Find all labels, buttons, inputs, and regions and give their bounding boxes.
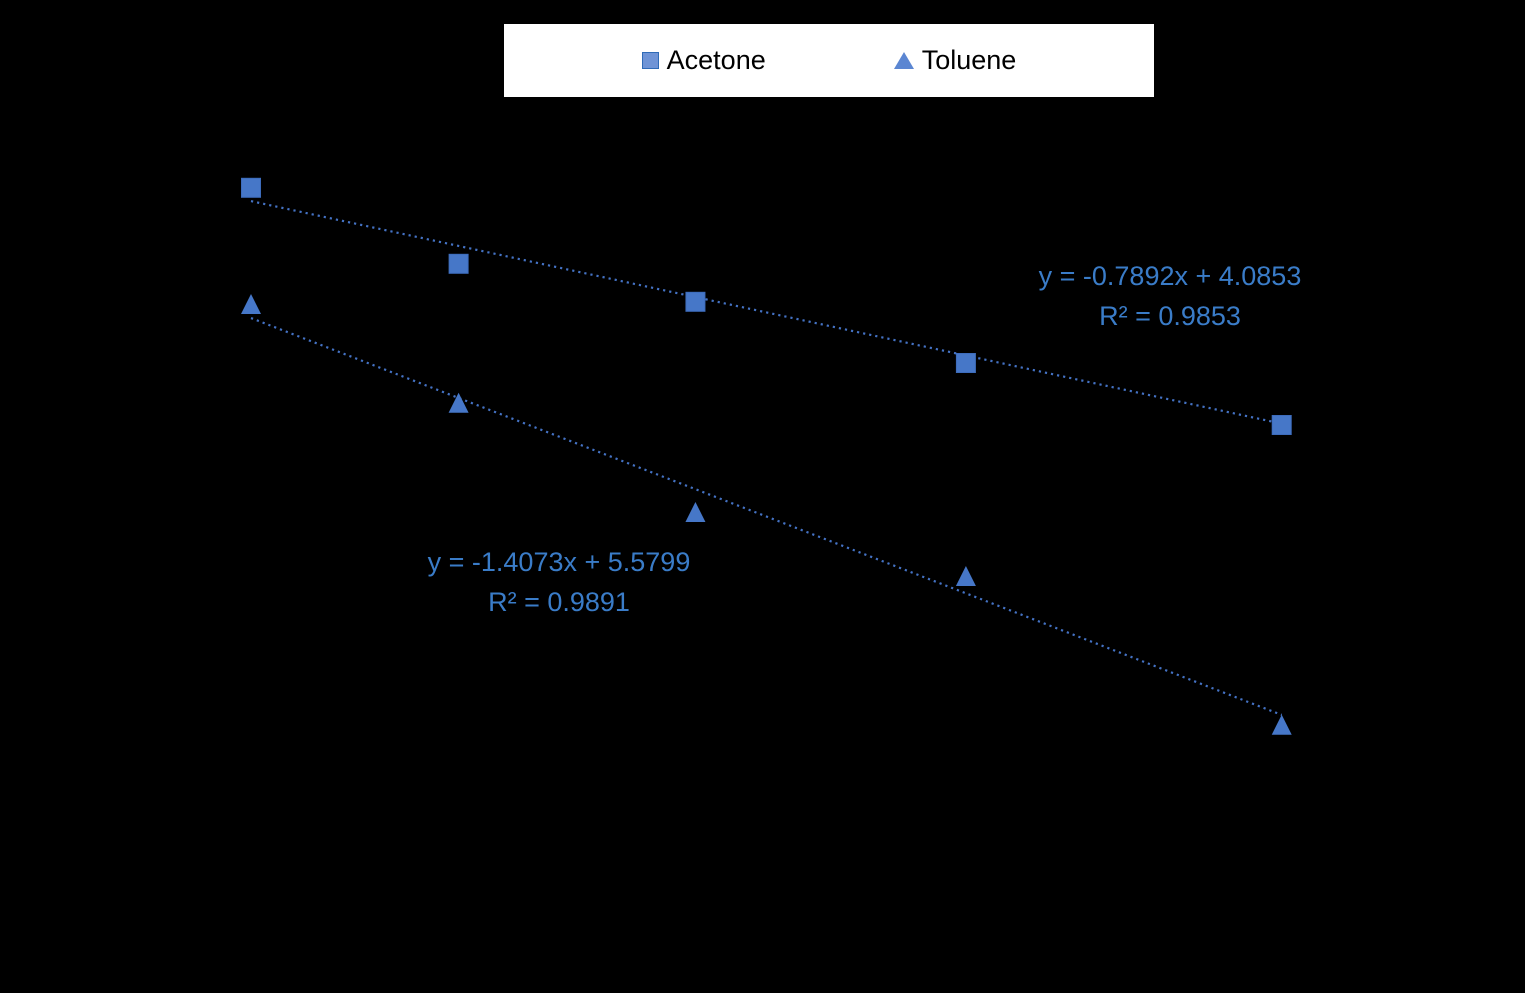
triangle-marker-icon [893, 52, 914, 69]
triangle-marker-icon [241, 294, 261, 314]
square-marker-icon [955, 353, 976, 373]
legend-item-toluene: Toluene [893, 45, 1017, 76]
acetone-trendline [250, 200, 1282, 425]
square-marker-icon [685, 291, 706, 312]
data-markers [241, 177, 1292, 735]
triangle-marker-icon [685, 502, 706, 522]
square-marker-icon [641, 52, 659, 69]
triangle-marker-icon [1271, 714, 1292, 735]
acetone-r-squared: R² = 0.9853 [1099, 301, 1241, 331]
trendlines [250, 200, 1283, 716]
legend-label-toluene: Toluene [921, 45, 1017, 75]
square-marker-icon [241, 177, 261, 198]
chart-legend: Acetone Toluene [504, 24, 1154, 97]
toluene-trendline-label: y = -1.4073x + 5.5799 R² = 0.9891 [400, 542, 718, 622]
triangle-marker-icon [448, 392, 469, 413]
toluene-r-squared: R² = 0.9891 [488, 587, 630, 617]
square-marker-icon [1271, 415, 1292, 435]
square-marker-icon [448, 253, 469, 274]
acetone-equation: y = -0.7892x + 4.0853 [1038, 261, 1302, 291]
legend-item-acetone: Acetone [641, 45, 766, 76]
legend-label-acetone: Acetone [666, 45, 766, 75]
toluene-trendline [250, 317, 1283, 716]
toluene-equation: y = -1.4073x + 5.5799 [427, 547, 691, 577]
triangle-marker-icon [955, 566, 976, 586]
acetone-trendline-label: y = -0.7892x + 4.0853 R² = 0.9853 [1010, 256, 1330, 336]
